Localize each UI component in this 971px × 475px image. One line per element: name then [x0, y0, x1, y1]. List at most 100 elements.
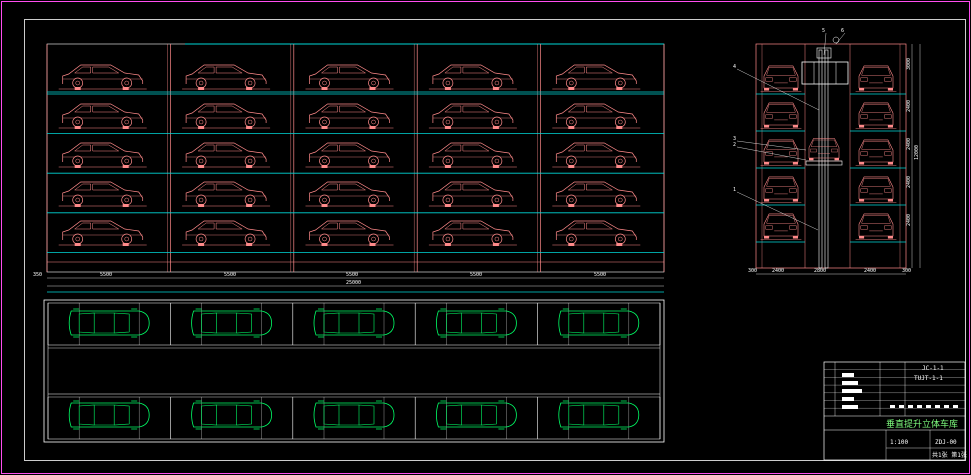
elevation-car [551, 220, 641, 247]
section-car-left [760, 65, 802, 92]
elevation-car [181, 181, 271, 208]
section-leader-number: 3 [733, 136, 736, 142]
plan-car [558, 400, 640, 430]
title-block-label-2: TUJT-1-1 [914, 375, 943, 382]
title-block-fill-bar [842, 381, 858, 385]
lift-platform [805, 160, 843, 166]
section-leader-line [736, 68, 820, 111]
elevation-car [58, 64, 148, 91]
plan-car [435, 400, 517, 430]
section-dim-bottom: 300 [748, 268, 757, 274]
section-car-right [855, 176, 897, 203]
section-leader-number: 2 [733, 142, 736, 148]
elevation-car [551, 142, 641, 169]
plan-car [313, 400, 395, 430]
elevation-dim-bay-1: 5500 [100, 272, 112, 278]
plan-view [43, 299, 665, 443]
section-car-left [760, 102, 802, 129]
elevation-car [428, 220, 518, 247]
title-block-fill-bar [842, 405, 858, 409]
elevation-car [305, 64, 394, 91]
plan-car [313, 308, 395, 338]
section-dim-right-total: 12000 [914, 145, 920, 160]
section-car-right [855, 139, 897, 166]
plan-car [68, 400, 150, 430]
section-dim-right: 2400 [906, 214, 912, 226]
lift-motor [816, 47, 832, 59]
section-leader-line [736, 140, 807, 151]
elevation-car [428, 181, 518, 208]
elevation-dim-bay-4: 5500 [470, 272, 482, 278]
title-block-fill-bar [890, 405, 895, 408]
section-dim-bottom: 300 [902, 268, 911, 274]
elevation-car [428, 64, 518, 91]
title-block-frame [823, 361, 966, 461]
plan-car [191, 400, 273, 430]
title-block-fill-bar [935, 405, 940, 408]
section-leader-number: 4 [733, 64, 736, 70]
section-dim-right: 3000 [906, 58, 912, 70]
elevation-car [305, 220, 394, 247]
elevation-dimensions: 350 5500 5500 5500 5500 5500 25000 [33, 272, 664, 287]
elevation-car [181, 220, 271, 247]
elevation-dim-bay-2: 5500 [224, 272, 236, 278]
section-dim-right: 2400 [906, 138, 912, 150]
elevation-car [428, 142, 518, 169]
plan-car [435, 308, 517, 338]
elevation-car [551, 64, 641, 91]
elevation-dim-bay-5: 5500 [594, 272, 606, 278]
elevation-car [181, 103, 271, 130]
title-block-sheet: 共1张 第1张 [932, 451, 967, 459]
section-leader-line [823, 32, 827, 56]
title-block-fill-bar [842, 389, 862, 393]
section-leader-number: 6 [841, 28, 844, 34]
front-elevation-view: 350 5500 5500 5500 5500 5500 25000 [33, 43, 665, 293]
elevation-car [58, 142, 148, 169]
plan-inner-outline [47, 302, 661, 440]
title-block-scale: 1:100 [890, 439, 908, 446]
lift-drive-box [801, 61, 849, 85]
plan-car [68, 308, 150, 338]
title-block-fill-bar [842, 373, 854, 377]
elevation-dim-total: 25000 [346, 280, 361, 286]
title-block-drawing-no: ZDJ-00 [935, 439, 957, 446]
section-leader-line [835, 32, 846, 45]
section-dim-bottom: 2800 [814, 268, 826, 274]
plan-car [558, 308, 640, 338]
elevation-car [551, 103, 641, 130]
lift-mast-left [818, 49, 823, 269]
elevation-car [428, 103, 518, 130]
section-dim-bottom: 2400 [772, 268, 784, 274]
section-outline [755, 43, 907, 269]
sheet-inner-border [24, 19, 966, 461]
elevation-car [305, 103, 394, 130]
title-block-fill-bar [926, 405, 931, 408]
elevation-car [58, 103, 148, 130]
elevation-dim-left: 350 [33, 272, 42, 278]
section-dim-right: 2400 [906, 100, 912, 112]
title-block-fill-bar [899, 405, 904, 408]
title-block-fill-bar [917, 405, 922, 408]
title-block-fill-bar [944, 405, 949, 408]
section-car-left [760, 213, 802, 240]
elevation-car [181, 64, 271, 91]
section-leader-line [736, 191, 819, 231]
elevation-car [58, 220, 148, 247]
title-block-fill-bar [842, 397, 854, 401]
section-dim-right: 2400 [906, 176, 912, 188]
elevation-car [181, 142, 271, 169]
title-block: JC-1-1 TUJT-1-1 垂直提升立体车库 ZDJ-00 1:100 共1… [823, 361, 967, 461]
section-dim-bottom: 2400 [864, 268, 876, 274]
title-block-fill-bar [908, 405, 913, 408]
section-car-left [760, 176, 802, 203]
elevation-car [551, 181, 641, 208]
section-car-right [855, 65, 897, 92]
elevation-car [305, 181, 394, 208]
plan-car [191, 308, 273, 338]
plan-outline [43, 299, 665, 443]
section-leader-number: 1 [733, 187, 736, 193]
title-block-fill-bar [953, 405, 958, 408]
